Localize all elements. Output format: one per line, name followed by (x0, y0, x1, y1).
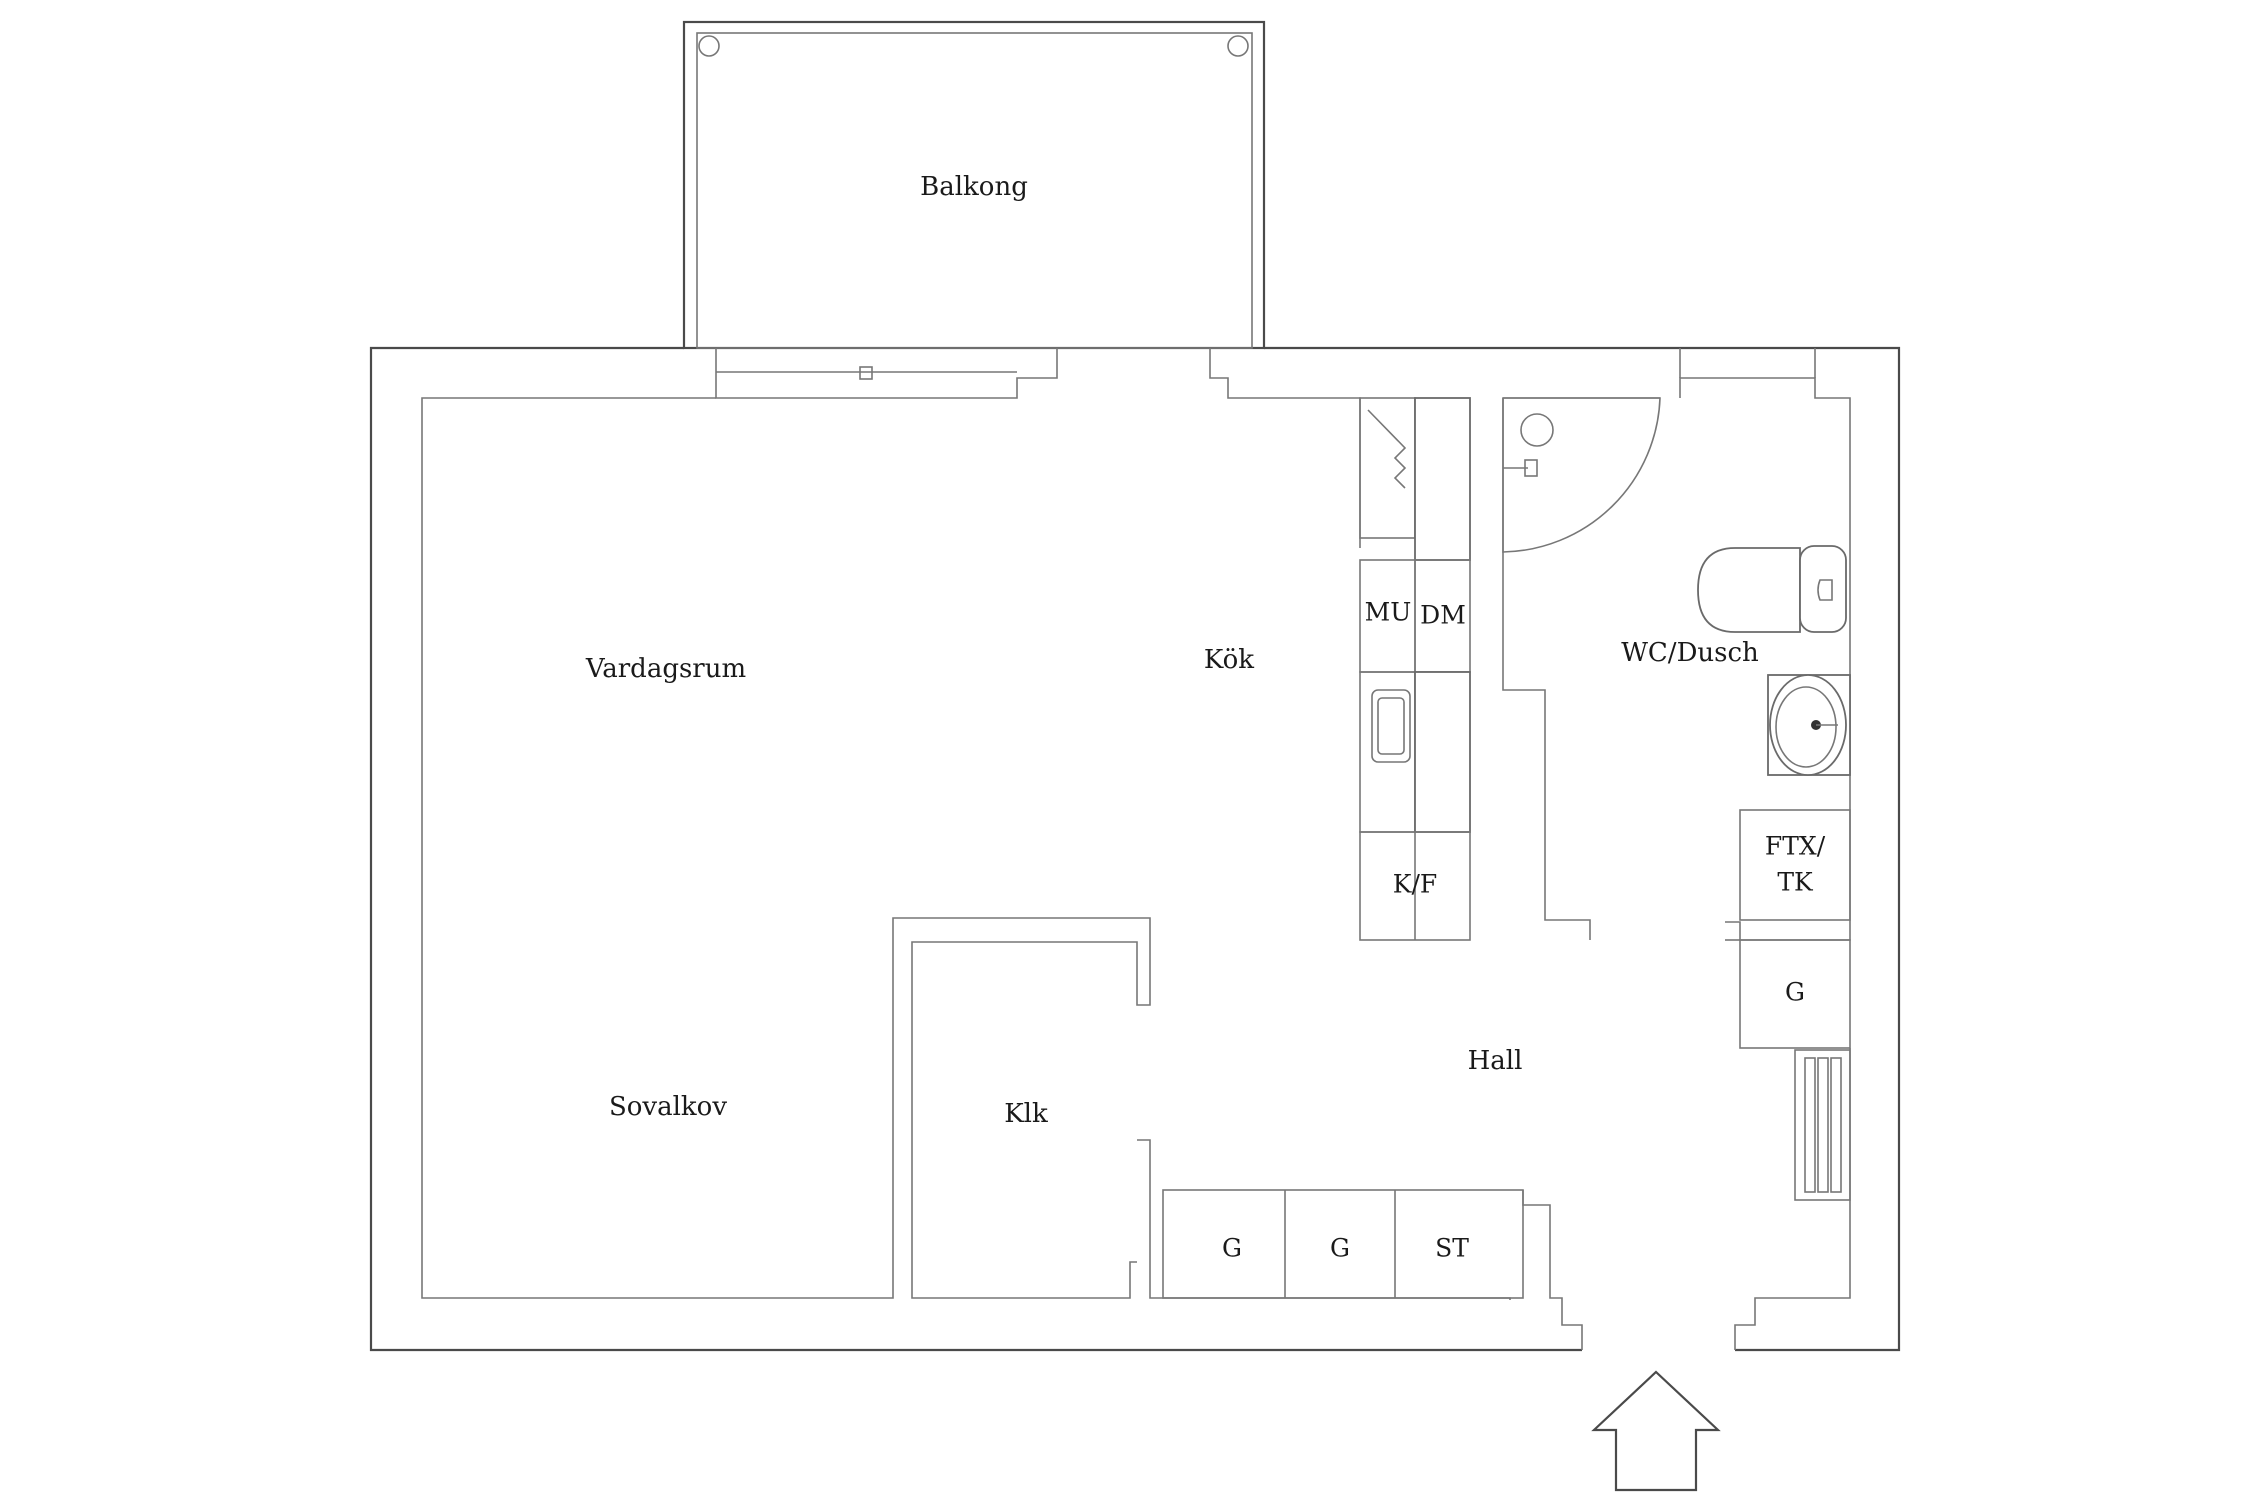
hall-storage (1162, 809, 1851, 1350)
room-label-vardagsrum: Vardagsrum (585, 654, 746, 684)
fixture-label-g1: G (1222, 1234, 1242, 1263)
radiator-icon (1794, 1049, 1851, 1201)
fixture-label-mu: MU (1365, 598, 1412, 627)
fixture-label-g-hall: G (1785, 978, 1805, 1007)
balcony (682, 20, 1266, 350)
sink-icon (1767, 674, 1851, 776)
kitchen-cabinets (1359, 397, 1471, 941)
fixture-label-tk: TK (1777, 868, 1814, 897)
balcony-door (715, 348, 1361, 548)
room-label-sovalkov: Sovalkov (609, 1092, 727, 1122)
toilet-icon (1697, 545, 1847, 633)
room-label-kok: Kök (1204, 645, 1254, 675)
entrance-arrow-icon (1591, 1370, 1721, 1492)
fixture-label-kf: K/F (1393, 870, 1437, 899)
shower-icon (1502, 397, 1661, 553)
fixture-label-ftx: FTX/ (1765, 832, 1826, 861)
outer-walls (369, 346, 1901, 1352)
room-label-hall: Hall (1468, 1046, 1523, 1076)
room-label-wc-dusch: WC/Dusch (1621, 638, 1759, 668)
room-label-klk: Klk (1004, 1099, 1048, 1129)
fixture-label-dm: DM (1420, 601, 1466, 630)
stove-icon (1371, 689, 1411, 763)
room-label-balkong: Balkong (920, 172, 1028, 202)
bathroom (1502, 348, 1851, 941)
fixture-label-st: ST (1435, 1234, 1469, 1263)
fixture-label-g2: G (1330, 1234, 1350, 1263)
